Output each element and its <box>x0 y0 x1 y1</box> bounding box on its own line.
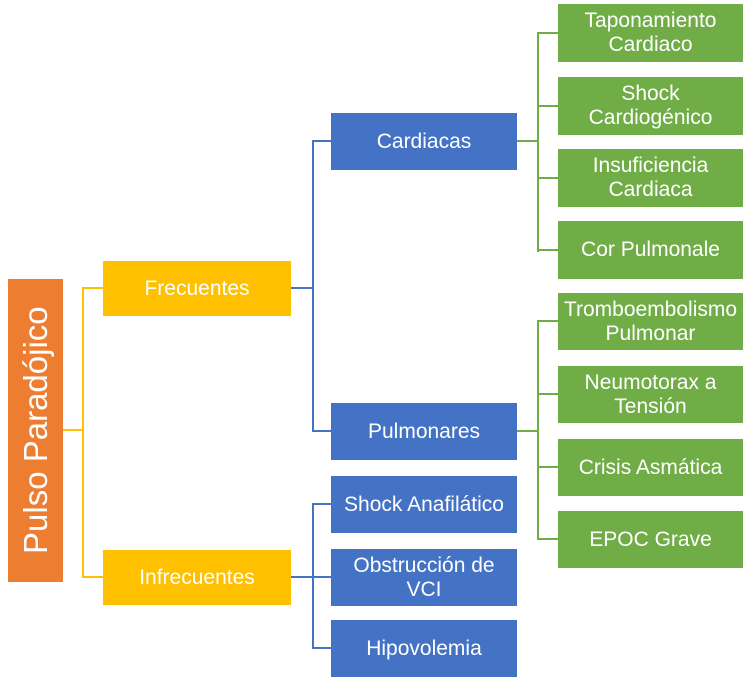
node-infrecuentes: Infrecuentes <box>103 550 291 605</box>
connector-to-crisis-asmatica <box>539 466 558 468</box>
connector-to-obstruccion-de-vci <box>314 576 331 578</box>
connector-to-shock-anafilatico <box>314 503 331 505</box>
node-shock-anafilatico: Shock Anafilático <box>331 476 517 533</box>
connector-to-taponamiento <box>539 32 558 34</box>
connector-infrecuentes-stem <box>291 576 313 578</box>
node-neumotorax-a-tension: Neumotorax a Tensión <box>558 366 743 423</box>
connector-to-insuficiencia <box>539 177 558 179</box>
connector-cardiacas-bracket <box>537 32 539 252</box>
connector-to-hipovolemia <box>314 647 331 649</box>
node-frecuentes: Frecuentes <box>103 261 291 316</box>
node-obstruccion-de-vci: Obstrucción de VCI <box>331 549 517 606</box>
connector-to-frecuentes <box>84 287 103 289</box>
node-insuficiencia-cardiaca: Insuficiencia Cardiaca <box>558 149 743 207</box>
node-epoc-grave: EPOC Grave <box>558 511 743 568</box>
connector-to-cardiacas <box>314 140 331 142</box>
connector-to-epoc-grave <box>539 538 558 540</box>
node-crisis-asmatica: Crisis Asmática <box>558 439 743 496</box>
connector-to-pulmonares <box>314 430 331 432</box>
connector-frecuentes-bracket <box>312 140 314 432</box>
connector-pulmonares-stem <box>517 430 538 432</box>
connector-root-stem <box>63 429 83 431</box>
connector-to-infrecuentes <box>84 576 103 578</box>
connector-to-cardiogenico <box>539 105 558 107</box>
node-pulso-paradojico: Pulso Paradójico <box>8 279 63 582</box>
connector-frecuentes-stem <box>291 287 313 289</box>
connector-root-bracket <box>82 287 84 578</box>
connector-infrecuentes-bracket <box>312 503 314 649</box>
node-taponamiento-cardiaco: Taponamiento Cardiaco <box>558 4 743 62</box>
node-tromboembolismo-pulmonar: Tromboembolismo Pulmonar <box>558 293 743 350</box>
node-shock-cardiogenico: Shock Cardiogénico <box>558 77 743 135</box>
connector-to-tromboembolismo <box>539 320 558 322</box>
node-cardiacas: Cardiacas <box>331 113 517 170</box>
connector-to-cor-pulmonale <box>539 249 558 251</box>
connector-pulmonares-bracket <box>537 320 539 540</box>
node-pulmonares: Pulmonares <box>331 403 517 460</box>
node-hipovolemia: Hipovolemia <box>331 620 517 677</box>
node-cor-pulmonale: Cor Pulmonale <box>558 221 743 279</box>
connector-cardiacas-stem <box>517 140 538 142</box>
connector-to-neumotorax <box>539 393 558 395</box>
